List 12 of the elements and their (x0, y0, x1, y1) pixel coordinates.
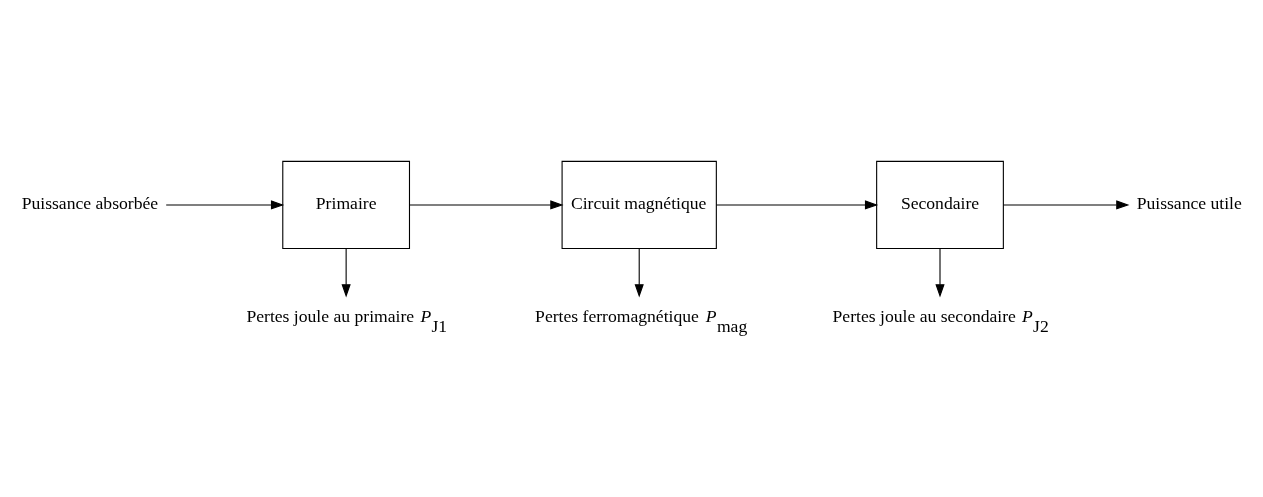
arrow (165, 199, 285, 210)
node-box: Primaire (282, 160, 411, 249)
arrow (409, 199, 564, 210)
arrow (935, 247, 945, 297)
node-box: Circuit magnétique (561, 160, 717, 249)
arrow (634, 247, 644, 297)
node-text: Puissance utile (1136, 192, 1242, 213)
node-box: Secondaire (876, 160, 1004, 249)
arrow (341, 247, 351, 297)
arrow (715, 199, 879, 210)
arrow (1002, 199, 1130, 210)
node-text: Puissance absorbée (21, 192, 159, 213)
